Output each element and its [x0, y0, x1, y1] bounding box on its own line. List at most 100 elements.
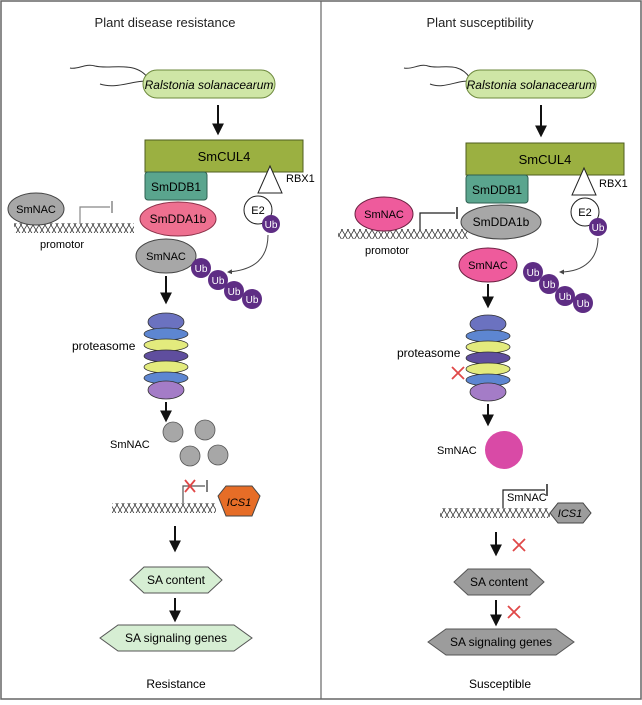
left-proteasome-label: proteasome	[72, 339, 136, 353]
right-proteasome-blocked-cross	[451, 366, 465, 380]
right-ub-2-label: Ub	[543, 280, 556, 291]
left-nac-fragment-1	[162, 421, 184, 443]
right-ub-3	[555, 286, 575, 306]
left-ub-4	[242, 289, 262, 309]
left-nac-fragment-4	[207, 444, 229, 466]
right-cul4	[465, 142, 625, 176]
left-fragments-label: SmNAC	[110, 439, 150, 451]
left-sa-content-label: SA content	[147, 573, 206, 587]
left-ddb1-label: SmDDB1	[151, 180, 201, 194]
right-ub-on-e2-label: Ub	[592, 223, 605, 234]
left-ub-1-label: Ub	[195, 264, 208, 275]
left-ub-on-e2-label: Ub	[265, 220, 278, 231]
right-free-nac	[354, 196, 414, 232]
right-dda1b	[460, 204, 542, 240]
right-panel: Plant susceptibility Ralstonia solanacea…	[338, 15, 628, 691]
left-bacterium	[142, 69, 276, 99]
right-ics1	[549, 502, 592, 524]
left-sa-content	[129, 566, 223, 594]
left-sa-genes-label: SA signaling genes	[125, 631, 227, 645]
left-flagellum-2	[99, 80, 151, 87]
left-nac-fragment-2	[194, 419, 216, 441]
right-cul4-label: SmCUL4	[519, 152, 572, 167]
right-ub-3-label: Ub	[559, 292, 572, 303]
left-promoter-label: promotor	[40, 239, 84, 251]
left-ub-3-label: Ub	[228, 287, 241, 298]
left-proteasome	[143, 312, 189, 400]
right-ub-2	[539, 274, 559, 294]
right-ub-1-label: Ub	[527, 268, 540, 279]
right-sa-genes-blocked-cross	[507, 605, 521, 619]
left-rbx1	[257, 164, 283, 194]
right-outcome: Susceptible	[469, 677, 531, 691]
left-nac-fragment-3	[179, 445, 201, 467]
right-sa-blocked-cross	[512, 538, 526, 552]
left-bacterium-label: Ralstonia solanacearum	[145, 78, 274, 92]
left-e2-label: E2	[251, 205, 264, 217]
right-bacterium-label: Ralstonia solanacearum	[467, 78, 596, 92]
right-sa-content	[453, 568, 545, 596]
right-sa-genes	[427, 628, 575, 656]
right-promoter-label: promotor	[365, 245, 409, 257]
left-ub-on-e2	[262, 215, 280, 233]
right-bound-nac-label: SmNAC	[468, 260, 508, 272]
right-dna-ics1	[440, 508, 550, 518]
right-panel-title: Plant susceptibility	[427, 15, 534, 30]
right-ics1-label: ICS1	[558, 508, 582, 520]
right-e2	[570, 197, 600, 227]
left-panel: Plant disease resistance Ralstonia solan…	[7, 15, 315, 691]
left-cul4	[144, 139, 304, 173]
right-e2-label: E2	[578, 207, 591, 219]
right-rbx1-label: RBX1	[599, 178, 628, 190]
right-ub-4	[573, 293, 593, 313]
left-ics1-inhibition-line	[182, 485, 205, 503]
right-sa-content-label: SA content	[470, 575, 529, 589]
right-rbx1	[571, 166, 597, 196]
left-flagellum-1	[69, 64, 149, 79]
right-accumulated-nac	[485, 431, 523, 469]
left-promoter-inhibition	[79, 206, 110, 223]
left-cul4-label: SmCUL4	[198, 149, 251, 164]
right-dda1b-label: SmDDA1b	[473, 215, 530, 229]
right-proteasome-label: proteasome	[397, 346, 461, 360]
right-ics1-inhibition-line	[502, 489, 545, 508]
left-free-nac-label: SmNAC	[16, 204, 56, 216]
left-ics1	[217, 485, 261, 517]
left-dna-ics1	[112, 503, 216, 513]
left-sa-genes	[99, 624, 253, 652]
left-bound-nac	[135, 238, 197, 274]
right-sa-genes-label: SA signaling genes	[450, 635, 552, 649]
left-panel-title: Plant disease resistance	[95, 15, 236, 30]
right-dna-promoter	[338, 229, 468, 239]
left-rbx1-label: RBX1	[286, 173, 315, 185]
right-proteasome	[465, 314, 511, 402]
left-ub-1	[191, 258, 211, 278]
left-e2	[243, 195, 273, 225]
left-ub-4-label: Ub	[246, 295, 259, 306]
right-ddb1-label: SmDDB1	[472, 183, 522, 197]
left-dna-promoter	[14, 223, 134, 233]
left-free-nac	[7, 192, 65, 226]
right-free-nac-label: SmNAC	[364, 209, 404, 221]
right-ddb1	[465, 174, 529, 204]
left-ub-2	[208, 270, 228, 290]
left-dda1b-label: SmDDA1b	[150, 212, 207, 226]
left-ddb1	[144, 171, 208, 201]
left-ub-transfer-arrow	[227, 234, 269, 275]
left-outcome: Resistance	[146, 677, 206, 691]
left-ub-3	[224, 281, 244, 301]
left-ics1-label: ICS1	[227, 497, 251, 509]
right-ub-4-label: Ub	[577, 299, 590, 310]
right-ub-transfer-arrow	[559, 237, 599, 275]
right-bacterium	[465, 69, 597, 99]
right-flagellum-1	[403, 64, 471, 79]
right-ub-1	[523, 262, 543, 282]
left-ub-2-label: Ub	[212, 276, 225, 287]
right-ub-on-e2	[589, 218, 607, 236]
right-nac-on-promoter-label: SmNAC	[507, 492, 547, 504]
left-inhibition-cross	[184, 479, 196, 493]
right-bound-nac	[458, 247, 518, 283]
right-promoter-inhibition	[419, 212, 455, 229]
